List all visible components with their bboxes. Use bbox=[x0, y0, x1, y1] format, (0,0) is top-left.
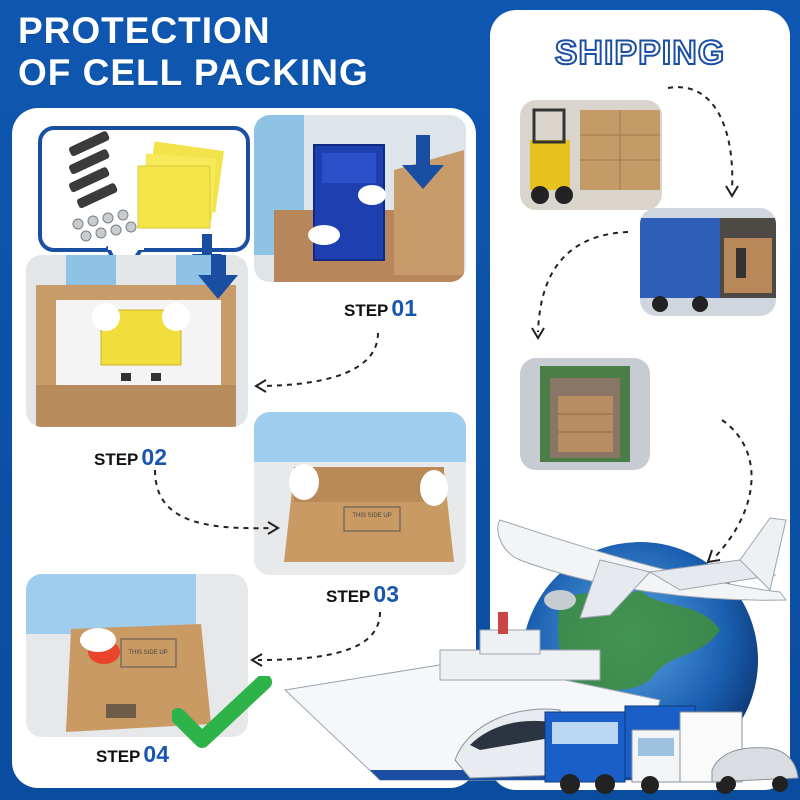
forklift-photo bbox=[520, 100, 662, 210]
truck-loading-photo bbox=[640, 208, 776, 316]
step-number: 01 bbox=[391, 295, 417, 321]
step-label-text: STEP bbox=[344, 301, 389, 320]
step-number: 03 bbox=[373, 581, 399, 607]
shipping-title: SHIPPING bbox=[554, 33, 726, 73]
title-line-2: OF CELL PACKING bbox=[18, 52, 369, 93]
step-label-text: STEP bbox=[326, 587, 371, 606]
airplane-icon bbox=[497, 517, 787, 619]
step-number: 04 bbox=[143, 741, 169, 767]
step-02-photo bbox=[26, 255, 248, 427]
svg-text:THIS SIDE UP: THIS SIDE UP bbox=[128, 650, 167, 656]
step-01-photo bbox=[254, 115, 466, 282]
checkmark-icon bbox=[172, 676, 272, 748]
page-title: PROTECTION OF CELL PACKING bbox=[18, 10, 369, 94]
dashed-arrow-icon bbox=[531, 86, 753, 564]
car-icon bbox=[711, 747, 799, 792]
step-number: 02 bbox=[141, 444, 167, 470]
step-label-text: STEP bbox=[96, 747, 141, 766]
step-03-photo: THIS SIDE UP bbox=[254, 412, 466, 575]
title-line-1: PROTECTION bbox=[18, 10, 271, 51]
container-photo bbox=[520, 358, 650, 470]
this-side-up-label-3: THIS SIDE UP bbox=[352, 513, 391, 519]
step-label-text: STEP bbox=[94, 450, 139, 469]
step-04-photo: THIS SIDE UP bbox=[26, 574, 248, 737]
